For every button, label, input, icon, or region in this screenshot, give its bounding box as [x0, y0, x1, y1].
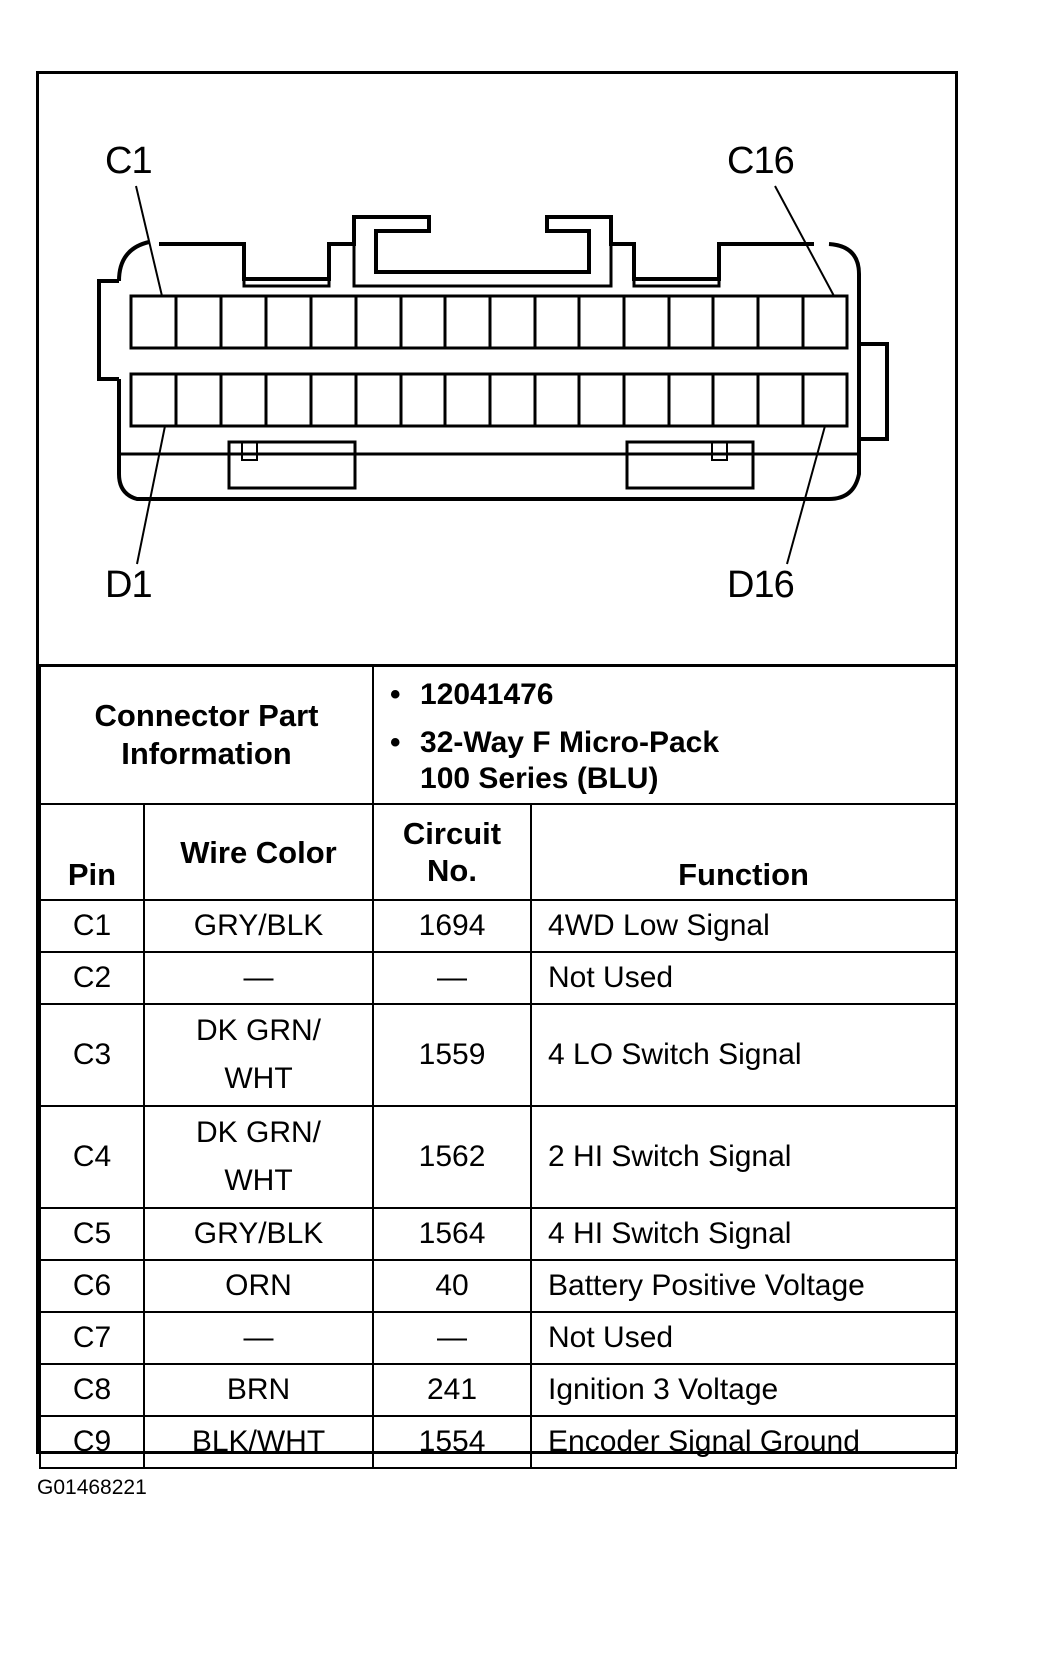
- connector-drawing: [97, 185, 889, 565]
- table-row: C8 BRN 241 Ignition 3 Voltage: [39, 1363, 958, 1417]
- table-row: C1 GRY/BLK 1694 4WD Low Signal: [39, 899, 958, 953]
- header-wire-color: Wire Color: [142, 803, 375, 901]
- pin-cell: C1: [39, 899, 145, 953]
- function-cell: Ignition 3 Voltage: [530, 1363, 958, 1417]
- connector-type: •32-Way F Micro-Pack: [390, 726, 720, 759]
- table-row: C6 ORN 40 Battery Positive Voltage: [39, 1259, 958, 1313]
- pin-cell: C7: [39, 1311, 145, 1365]
- pin-cell: C5: [39, 1207, 145, 1261]
- pin-label-d1: D1: [105, 564, 153, 606]
- wire-color-cell: BRN: [142, 1363, 375, 1417]
- table-row: C5 GRY/BLK 1564 4 HI Switch Signal: [39, 1207, 958, 1261]
- circuit-cell: —: [372, 1311, 533, 1365]
- pin-cell: C8: [39, 1363, 145, 1417]
- connector-info-label-line2: Information: [121, 736, 292, 771]
- function-cell: 4 HI Switch Signal: [530, 1207, 958, 1261]
- wire-color-cell: —: [142, 1311, 375, 1365]
- function-cell: Encoder Signal Ground: [530, 1415, 958, 1469]
- table-row: C7 — — Not Used: [39, 1311, 958, 1365]
- wire-color-cell: BLK/WHT: [142, 1415, 375, 1469]
- connector-info-row: Connector Part Information •12041476 •32…: [38, 664, 958, 805]
- connector-info-label-line1: Connector Part: [94, 698, 319, 733]
- pin-cell: C3: [39, 1003, 145, 1107]
- table-row: C2 — — Not Used: [39, 951, 958, 1005]
- part-number: •12041476: [390, 678, 554, 711]
- pin-label-c16: C16: [727, 140, 795, 182]
- connector-info-label: Connector Part Information: [38, 664, 375, 805]
- header-function: Function: [530, 803, 958, 901]
- wire-color-cell: GRY/BLK: [142, 1207, 375, 1261]
- cavity-row-d: [129, 372, 849, 428]
- connector-figure-frame: C1 C16 D1 D16 Connector Part Information…: [36, 71, 958, 1469]
- pin-cell: C2: [39, 951, 145, 1005]
- wire-color-cell: —: [142, 951, 375, 1005]
- pin-label-c1: C1: [105, 140, 153, 182]
- function-cell: Not Used: [530, 1311, 958, 1365]
- connector-info-value: •12041476 •32-Way F Micro-Pack 100 Serie…: [372, 664, 958, 805]
- circuit-cell: 241: [372, 1363, 533, 1417]
- header-circuit-no: Circuit No.: [372, 803, 533, 901]
- circuit-cell: 1694: [372, 899, 533, 953]
- circuit-cell: —: [372, 951, 533, 1005]
- table-row: C3 DK GRN/WHT 1559 4 LO Switch Signal: [39, 1003, 958, 1107]
- pin-cell: C9: [39, 1415, 145, 1469]
- connector-series: 100 Series (BLU): [420, 762, 659, 795]
- table-row: C4 DK GRN/WHT 1562 2 HI Switch Signal: [39, 1105, 958, 1209]
- connector-face-diagram: C1 C16 D1 D16: [39, 74, 955, 664]
- pin-label-d16: D16: [727, 564, 795, 606]
- function-cell: 4WD Low Signal: [530, 899, 958, 953]
- header-pin: Pin: [39, 803, 145, 901]
- bullet-icon: •: [390, 678, 401, 711]
- function-cell: Not Used: [530, 951, 958, 1005]
- table-row: C9 BLK/WHT 1554 Encoder Signal Ground: [39, 1415, 958, 1469]
- pin-cell: C4: [39, 1105, 145, 1209]
- cavity-row-c: [129, 294, 849, 350]
- function-cell: 2 HI Switch Signal: [530, 1105, 958, 1209]
- wire-color-cell: ORN: [142, 1259, 375, 1313]
- pin-cell: C6: [39, 1259, 145, 1313]
- circuit-cell: 1554: [372, 1415, 533, 1469]
- circuit-cell: 1562: [372, 1105, 533, 1209]
- wire-color-cell: DK GRN/WHT: [142, 1003, 375, 1107]
- table-header-row: Pin Wire Color Circuit No. Function: [39, 803, 958, 901]
- circuit-cell: 1559: [372, 1003, 533, 1107]
- wire-color-cell: DK GRN/WHT: [142, 1105, 375, 1209]
- circuit-cell: 1564: [372, 1207, 533, 1261]
- function-cell: 4 LO Switch Signal: [530, 1003, 958, 1107]
- figure-id: G01468221: [37, 1476, 147, 1499]
- circuit-cell: 40: [372, 1259, 533, 1313]
- wire-color-cell: GRY/BLK: [142, 899, 375, 953]
- pinout-table: Connector Part Information •12041476 •32…: [38, 664, 958, 1469]
- function-cell: Battery Positive Voltage: [530, 1259, 958, 1313]
- bullet-icon: •: [390, 726, 401, 759]
